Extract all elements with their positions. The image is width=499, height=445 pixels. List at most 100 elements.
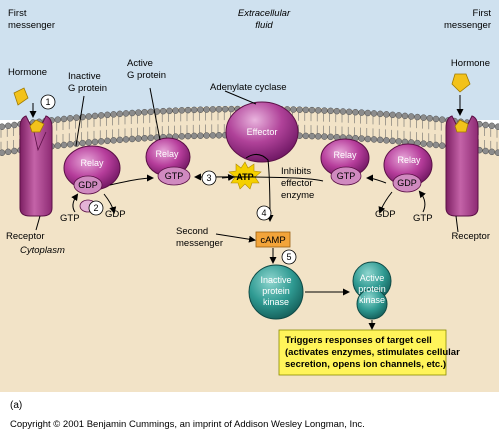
step-circle-4: 4 [256,205,272,221]
lipid-head-outer [73,114,80,121]
step-circle-3: 3 [201,170,217,186]
lipid-head-inner [327,133,334,141]
lipid-head-outer [184,106,192,114]
lipid-head-outer [147,108,155,116]
active-g-line1: Active [127,58,153,69]
lipid-head-inner [97,138,105,145]
inactive-protein-kinase [248,264,304,320]
lipid-head-outer [438,116,446,123]
first-messenger-left-line2: messenger [8,20,55,31]
lipid-head-inner [11,147,18,155]
relay-label-3: Relay [333,150,357,160]
lipid-head-outer [414,113,421,121]
extracellular-line2: fluid [255,20,273,31]
inactive-kinase-line1: Inactive [260,275,291,285]
triggers-line3: secretion, opens ion channels, etc.) [285,359,446,370]
gtp-on-relay-2: GTP [165,171,184,181]
lipid-head-outer [60,115,68,123]
lipid-head-outer [407,113,415,120]
lipid-head-outer [66,115,74,122]
lipid-head-inner [85,139,93,146]
relay-label-1: Relay [80,158,104,168]
lipid-head-outer [482,121,489,129]
gtp-left-label: GTP [60,213,80,224]
lipid-head-outer [190,106,198,114]
copyright-notice: Copyright © 2001 Benjamin Cummings, an i… [10,419,365,430]
lipid-head-outer [110,111,117,118]
camp-label: cAMP [260,235,285,246]
step-5-label: 5 [286,252,291,262]
lipid-head-outer [420,114,427,121]
lipid-head-inner [54,142,62,149]
hormone-left [13,87,45,133]
lower-band [0,392,499,440]
hormone-right [451,73,471,133]
lipid-head-outer [221,105,229,113]
active-kinase-line2: protein [358,284,386,294]
lipid-head-inner [128,135,136,143]
lipid-head-outer [178,107,186,114]
lipid-head-inner [197,132,204,139]
extracellular-line1: Extracellular [238,8,291,19]
lipid-head-inner [0,149,6,156]
lipid-head-outer [333,107,341,115]
lipid-head-inner [79,139,86,147]
lipid-head-outer [4,122,12,130]
lipid-head-inner [358,135,365,142]
lipid-head-inner [314,133,322,140]
relay-right-inactive [383,143,433,193]
lipid-head-outer [215,106,223,113]
effector-enzyme [225,101,299,163]
lipid-head-inner [389,137,396,145]
lipid-head-outer [494,123,499,130]
lipid-head-inner [308,132,316,140]
lipid-head-inner [376,136,384,144]
lipid-head-outer [141,108,148,116]
lipid-head-outer [401,112,409,120]
lipid-head-inner [370,136,378,143]
step-1-label: 1 [45,97,50,107]
lipid-head-inner [209,132,217,139]
relay-label-2: Relay [155,149,179,159]
receptor-left-label: Receptor [6,231,45,242]
lipid-head-outer [426,115,434,122]
step-circle-2: 2 [88,200,104,216]
step-2-label: 2 [93,203,98,213]
lipid-head-inner [420,140,427,147]
lipid-head-outer [85,113,93,120]
receptor-left [19,115,53,217]
lipid-head-outer [104,111,111,119]
lipid-head-outer [159,107,167,115]
lipid-head-outer [364,109,372,117]
inactive-kinase-line2: protein [262,286,290,296]
lipid-head-outer [395,112,403,119]
arrows [29,87,464,330]
step-circle-1: 1 [40,94,56,110]
lipid-head-outer [345,108,353,116]
lipid-head-inner [141,134,148,142]
lipid-head-inner [91,138,99,146]
lipid-head-outer [383,111,390,118]
lipid-head-inner [116,136,124,144]
lipid-head-inner [4,148,12,156]
lipid-head-inner [184,132,192,140]
lipid-head-inner [383,137,390,144]
gdp-on-relay-4: GDP [397,178,417,188]
lipid-head-outer [135,109,142,116]
gdp-on-relay-1: GDP [78,180,98,190]
lipid-head-outer [11,121,18,129]
inhibits-line2: effector [281,178,313,189]
lipid-head-outer [116,110,124,118]
lipid-head-outer [488,122,496,130]
lipid-head-inner [432,141,440,149]
lipid-head-outer [290,106,297,113]
cytoplasm-label: Cytoplasm [20,245,65,256]
effector-label: Effector [247,127,278,137]
lipid-head-outer [91,112,99,120]
lipid-head-outer [339,108,347,115]
lipid-head-outer [302,106,310,114]
lipid-head-inner [215,132,223,139]
lipid-head-outer [166,107,173,115]
